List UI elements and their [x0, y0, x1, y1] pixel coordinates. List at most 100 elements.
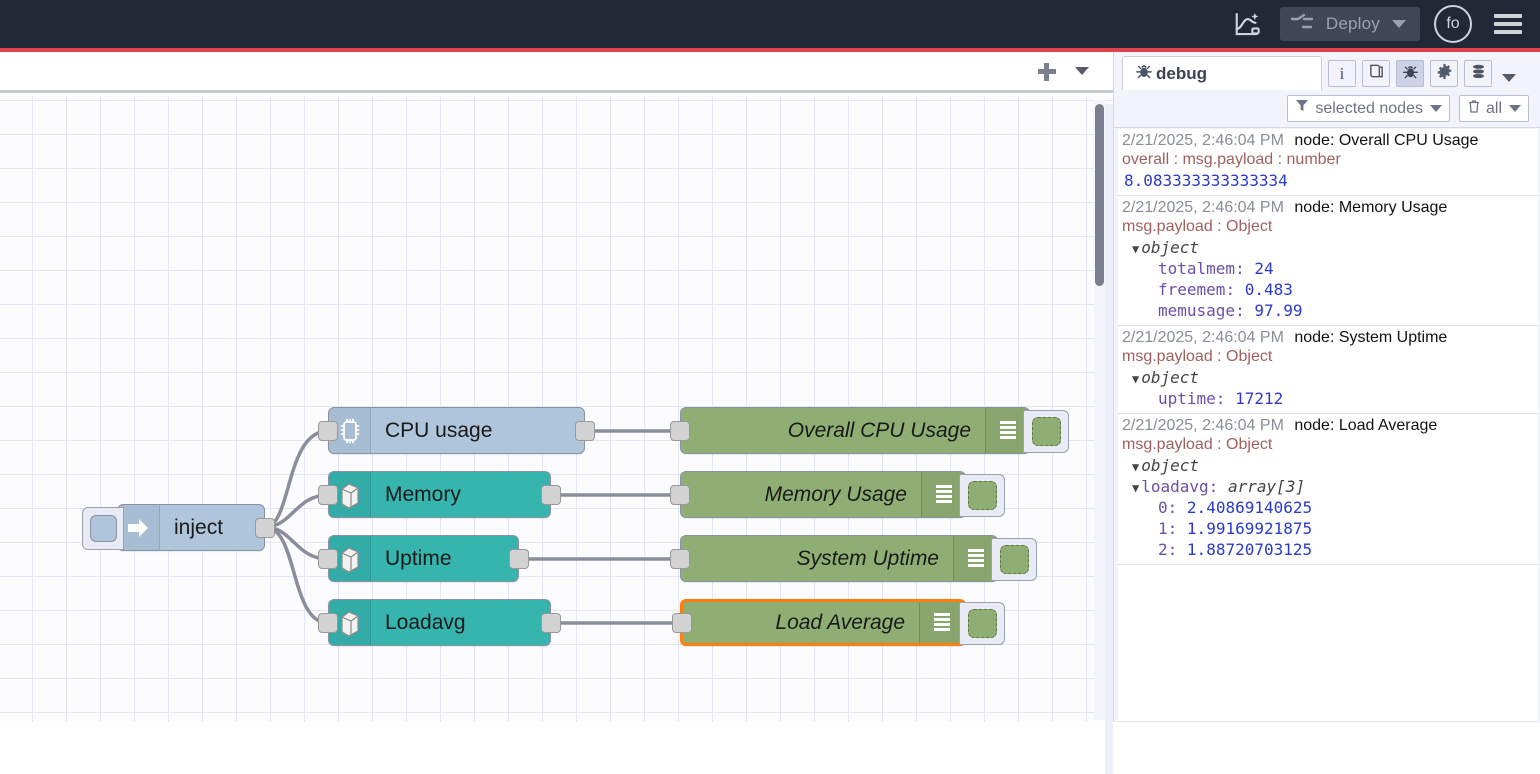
debug-clear-label: all	[1486, 100, 1502, 118]
sidebar-tab-context[interactable]	[1464, 60, 1492, 87]
debug-source-node: node: Load Average	[1294, 417, 1437, 434]
debug-source-node: node: System Uptime	[1294, 329, 1447, 346]
inject-trigger-button[interactable]	[82, 507, 124, 550]
node-memory[interactable]: Memory	[328, 471, 551, 518]
node-input-port[interactable]	[318, 549, 338, 569]
debug-object-root[interactable]: ▼object	[1122, 456, 1538, 475]
debug-value: 8.083333333333334	[1124, 171, 1538, 190]
debug-toggle-button[interactable]	[991, 538, 1037, 581]
debug-timestamp: 2/21/2025, 2:46:04 PM	[1122, 199, 1284, 216]
debug-message-list[interactable]: 2/21/2025, 2:46:04 PM node: Overall CPU …	[1118, 129, 1538, 722]
debug-object-label: object	[1141, 368, 1199, 387]
tab-debug[interactable]: debug	[1122, 56, 1322, 90]
debug-message[interactable]: 2/21/2025, 2:46:04 PM node: System Uptim…	[1118, 326, 1538, 414]
node-output-port[interactable]	[541, 613, 561, 633]
debug-toggle-button[interactable]	[1023, 410, 1069, 453]
node-input-port[interactable]	[672, 613, 692, 633]
debug-object-entry: memusage: 97.99	[1122, 301, 1538, 320]
node-debug-overall-cpu-usage[interactable]: Overall CPU Usage	[680, 407, 1030, 454]
sidebar-tab-help[interactable]	[1362, 60, 1390, 87]
debug-number: 97.99	[1254, 301, 1302, 320]
debug-message[interactable]: 2/21/2025, 2:46:04 PM node: Overall CPU …	[1118, 129, 1538, 196]
hamburger-menu-icon[interactable]	[1494, 10, 1522, 38]
avatar[interactable]: fo	[1434, 5, 1472, 43]
debug-key: totalmem	[1158, 259, 1235, 278]
node-input-port[interactable]	[318, 421, 338, 441]
node-label: Memory Usage	[681, 483, 921, 507]
triangle-down-icon[interactable]: ▼	[1132, 372, 1139, 386]
plus-icon[interactable]	[1029, 56, 1065, 86]
chevron-down-icon[interactable]	[1509, 105, 1521, 112]
triangle-down-icon[interactable]: ▼	[1132, 460, 1139, 474]
chevron-down-icon[interactable]	[1392, 20, 1406, 28]
node-input-port[interactable]	[318, 613, 338, 633]
sidebar-tab-config[interactable]	[1430, 60, 1458, 87]
node-loadavg[interactable]: Loadavg	[328, 599, 551, 646]
node-uptime[interactable]: Uptime	[328, 535, 519, 582]
editor-right-edge	[1105, 104, 1113, 774]
chevron-down-icon[interactable]	[1502, 74, 1516, 82]
debug-number: 17212	[1235, 389, 1283, 408]
node-input-port[interactable]	[670, 421, 690, 441]
debug-toggle-button[interactable]	[959, 474, 1005, 517]
flow-editor: inject CPU usage Mem	[0, 52, 1113, 722]
flow-sparkle-icon[interactable]	[1226, 4, 1270, 44]
node-debug-load-average[interactable]: Load Average	[680, 599, 966, 646]
node-output-port[interactable]	[255, 518, 275, 538]
deploy-nodes-icon	[1290, 11, 1316, 38]
info-icon: i	[1340, 64, 1345, 84]
debug-property-path: msg.payload : Object	[1122, 218, 1538, 236]
node-cpu-usage[interactable]: CPU usage	[328, 407, 585, 454]
caret-shape	[1075, 67, 1089, 75]
flow-tab-bar	[0, 52, 1113, 93]
debug-message-header: 2/21/2025, 2:46:04 PM node: System Uptim…	[1122, 329, 1538, 347]
chevron-down-icon[interactable]	[1430, 105, 1442, 112]
debug-message-header: 2/21/2025, 2:46:04 PM node: Load Average	[1122, 417, 1538, 435]
debug-key: uptime	[1158, 389, 1216, 408]
sidebar-tab-row: debug i	[1114, 52, 1540, 90]
debug-property-path: overall : msg.payload : number	[1122, 151, 1538, 169]
debug-message[interactable]: 2/21/2025, 2:46:04 PM node: Memory Usage…	[1118, 196, 1538, 326]
debug-array-root[interactable]: ▼loadavg: array[3]	[1122, 477, 1538, 496]
debug-key: loadavg	[1141, 477, 1208, 496]
node-label: Load Average	[683, 611, 919, 635]
debug-filter-button[interactable]: selected nodes	[1287, 95, 1450, 122]
debug-timestamp: 2/21/2025, 2:46:04 PM	[1122, 329, 1284, 346]
deploy-label: Deploy	[1316, 14, 1392, 34]
node-debug-memory-usage[interactable]: Memory Usage	[680, 471, 966, 518]
node-inject[interactable]: inject	[117, 504, 265, 551]
node-input-port[interactable]	[670, 485, 690, 505]
node-output-port[interactable]	[575, 421, 595, 441]
node-input-port[interactable]	[670, 549, 690, 569]
sidebar-tab-debug[interactable]	[1396, 60, 1424, 87]
node-input-port[interactable]	[318, 485, 338, 505]
triangle-down-icon[interactable]: ▼	[1132, 242, 1139, 256]
deploy-button[interactable]: Deploy	[1280, 7, 1420, 41]
sidebar-tab-info[interactable]: i	[1328, 60, 1356, 87]
debug-toggle-inner	[968, 481, 997, 510]
node-output-port[interactable]	[509, 549, 529, 569]
menu-line	[1494, 14, 1522, 18]
debug-object-entry: freemem: 0.483	[1122, 280, 1538, 299]
canvas-scrollbar-thumb[interactable]	[1095, 104, 1104, 286]
debug-toggle-button[interactable]	[959, 602, 1005, 645]
debug-clear-button[interactable]: all	[1459, 95, 1529, 122]
debug-timestamp: 2/21/2025, 2:46:04 PM	[1122, 132, 1284, 149]
node-output-port[interactable]	[541, 485, 561, 505]
plus-bar-v	[1044, 63, 1049, 81]
debug-object-root[interactable]: ▼object	[1122, 238, 1538, 257]
funnel-icon	[1295, 99, 1309, 118]
debug-toggle-inner	[968, 609, 997, 638]
debug-array-entry: 0: 2.40869140625	[1122, 498, 1538, 517]
debug-message[interactable]: 2/21/2025, 2:46:04 PM node: Load Average…	[1118, 414, 1538, 565]
debug-number: 1.88720703125	[1187, 540, 1312, 559]
chevron-down-icon[interactable]	[1065, 56, 1099, 86]
node-label: Uptime	[371, 547, 518, 571]
triangle-down-icon[interactable]: ▼	[1132, 481, 1139, 495]
bug-icon	[1135, 62, 1153, 85]
flow-canvas[interactable]: inject CPU usage Mem	[0, 96, 1113, 722]
debug-object-root[interactable]: ▼object	[1122, 368, 1538, 387]
node-debug-system-uptime[interactable]: System Uptime	[680, 535, 998, 582]
node-label: Loadavg	[371, 611, 550, 635]
node-label: Overall CPU Usage	[681, 419, 985, 443]
